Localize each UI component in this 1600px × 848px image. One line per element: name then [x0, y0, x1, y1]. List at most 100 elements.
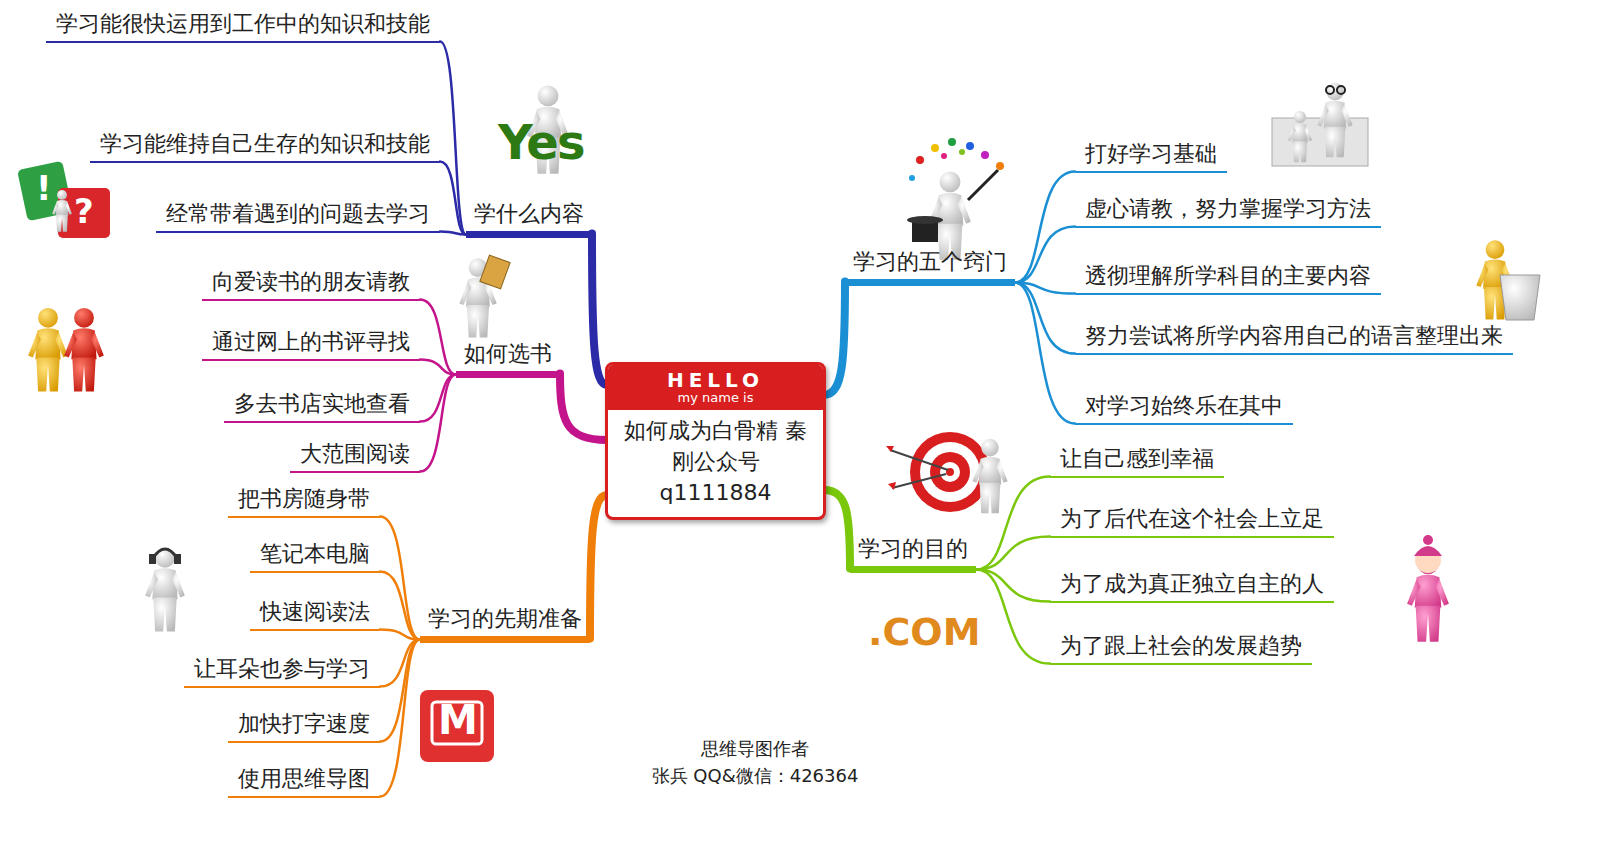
leaf-topic: 学习能很快运用到工作中的知识和技能 — [46, 10, 440, 43]
leaf-text: 快速阅读法 — [260, 599, 370, 624]
leaf-topic: 为了跟上社会的发展趋势 — [1050, 632, 1312, 665]
tag-hello: HELLO — [608, 369, 823, 391]
branch-text: 学习的目的 — [858, 536, 968, 561]
leaf-text: 对学习始终乐在其中 — [1085, 393, 1283, 418]
sub-branch-line — [440, 162, 466, 235]
figure-magician — [929, 171, 971, 259]
com-mark: .COM — [868, 612, 980, 654]
leaf-topic: 笔记本电脑 — [250, 540, 380, 573]
branch-topic: 学习的五个窍门 — [845, 248, 1015, 286]
leaf-topic: 经常带着遇到的问题去学习 — [156, 200, 440, 233]
sub-branch-line — [976, 477, 1050, 570]
yes-mark: Yes — [498, 118, 583, 166]
leaf-text: 打好学习基础 — [1085, 141, 1217, 166]
leaf-text: 把书房随身带 — [238, 486, 370, 511]
leaf-text: 让耳朵也参与学习 — [194, 656, 370, 681]
sub-branch-line — [380, 630, 420, 640]
leaf-topic: 虚心请教，努力掌握学习方法 — [1075, 195, 1381, 228]
sub-branch-line — [440, 232, 466, 235]
sub-branch-line — [420, 375, 456, 422]
sub-branch-line — [976, 537, 1050, 570]
figure-student — [1288, 111, 1312, 162]
leaf-topic: 学习能维持自己生存的知识和技能 — [90, 130, 440, 163]
main-branch-line — [590, 495, 607, 639]
figure-teacher — [1317, 83, 1352, 157]
branch-topic: 如何选书 — [456, 340, 560, 378]
leaf-text: 加快打字速度 — [238, 711, 370, 736]
leaf-text: 为了跟上社会的发展趋势 — [1060, 633, 1302, 658]
leaf-text: 经常带着遇到的问题去学习 — [166, 201, 430, 226]
leaf-text: 笔记本电脑 — [260, 541, 370, 566]
sub-branch-line — [1015, 172, 1075, 283]
branch-topic: 学习的先期准备 — [420, 605, 590, 643]
author-note: 思维导图作者 — [645, 738, 865, 760]
sub-branch-line — [440, 42, 466, 235]
leaf-topic: 向爱读书的朋友请教 — [202, 268, 420, 301]
leaf-text: 通过网上的书评寻找 — [212, 329, 410, 354]
figure-small — [52, 190, 72, 232]
leaf-topic: 让自己感到幸福 — [1050, 445, 1224, 478]
tag-subtitle: my name is — [608, 391, 823, 405]
leaf-topic: 大范围阅读 — [290, 440, 420, 473]
sub-branch-line — [976, 570, 1050, 664]
main-branch-line — [560, 374, 607, 440]
sub-branch-line — [1015, 283, 1075, 424]
leaf-topic: 透彻理解所学科目的主要内容 — [1075, 262, 1381, 295]
leaf-text: 透彻理解所学科目的主要内容 — [1085, 263, 1371, 288]
sub-branch-line — [420, 360, 456, 375]
app-icon — [420, 690, 494, 762]
name-tag-body: 如何成为白骨精 秦刚公众号 q1111884 — [608, 410, 823, 516]
main-branch-line — [824, 282, 845, 395]
sub-branch-line — [1015, 227, 1075, 283]
headphones — [153, 549, 177, 558]
author-contact: 张兵 QQ&微信：426364 — [585, 765, 925, 787]
leaf-text: 为了后代在这个社会上立足 — [1060, 506, 1324, 531]
leaf-topic: 打好学习基础 — [1075, 140, 1227, 173]
figure-yellow — [28, 308, 68, 392]
app-letter: M — [438, 698, 478, 742]
branch-text: 学什么内容 — [474, 201, 584, 226]
leaf-text: 虚心请教，努力掌握学习方法 — [1085, 196, 1371, 221]
sub-branch-line — [1015, 283, 1075, 354]
clipboard — [480, 255, 510, 289]
leaf-topic: 对学习始终乐在其中 — [1075, 392, 1293, 425]
leaf-topic: 使用思维导图 — [228, 765, 380, 798]
branch-text: 学习的五个窍门 — [853, 249, 1007, 274]
sub-branch-line — [380, 640, 420, 742]
central-topic: HELLOmy name is 如何成为白骨精 秦刚公众号 q1111884 — [605, 362, 826, 520]
leaf-topic: 通过网上的书评寻找 — [202, 328, 420, 361]
leaf-topic: 为了后代在这个社会上立足 — [1050, 505, 1334, 538]
figure-headphones — [145, 548, 185, 632]
central-text: 如何成为白骨精 秦刚公众号 q1111884 — [624, 418, 807, 505]
branch-text: 如何选书 — [464, 341, 552, 366]
leaf-topic: 多去书店实地查看 — [224, 390, 420, 423]
leaf-topic: 快速阅读法 — [250, 598, 380, 631]
leaf-text: 大范围阅读 — [300, 441, 410, 466]
branch-topic: 学什么内容 — [466, 200, 592, 238]
exclaim-mark: ! — [36, 170, 52, 207]
main-branch-line — [592, 234, 607, 385]
sub-branch-line — [420, 300, 456, 375]
sub-branch-line — [380, 572, 420, 640]
leaf-text: 努力尝试将所学内容用自己的语言整理出来 — [1085, 323, 1503, 348]
leaf-text: 学习能维持自己生存的知识和技能 — [100, 131, 430, 156]
sub-branch-line — [380, 640, 420, 797]
leaf-topic: 把书房随身带 — [228, 485, 380, 518]
leaf-text: 学习能很快运用到工作中的知识和技能 — [56, 11, 430, 36]
leaf-text: 多去书店实地查看 — [234, 391, 410, 416]
leaf-text: 让自己感到幸福 — [1060, 446, 1214, 471]
name-tag-header: HELLOmy name is — [608, 365, 823, 410]
branch-text: 学习的先期准备 — [428, 606, 582, 631]
sub-branch-line — [380, 517, 420, 640]
figure-red — [64, 308, 104, 392]
main-branch-line — [824, 490, 850, 569]
figure-target — [972, 439, 1007, 513]
leaf-text: 为了成为真正独立自主的人 — [1060, 571, 1324, 596]
question-mark: ? — [74, 193, 94, 230]
leaf-topic: 努力尝试将所学内容用自己的语言整理出来 — [1075, 322, 1513, 355]
leaf-topic: 为了成为真正独立自主的人 — [1050, 570, 1334, 603]
podium — [1500, 275, 1540, 320]
branch-topic: 学习的目的 — [850, 535, 976, 573]
leaf-topic: 加快打字速度 — [228, 710, 380, 743]
